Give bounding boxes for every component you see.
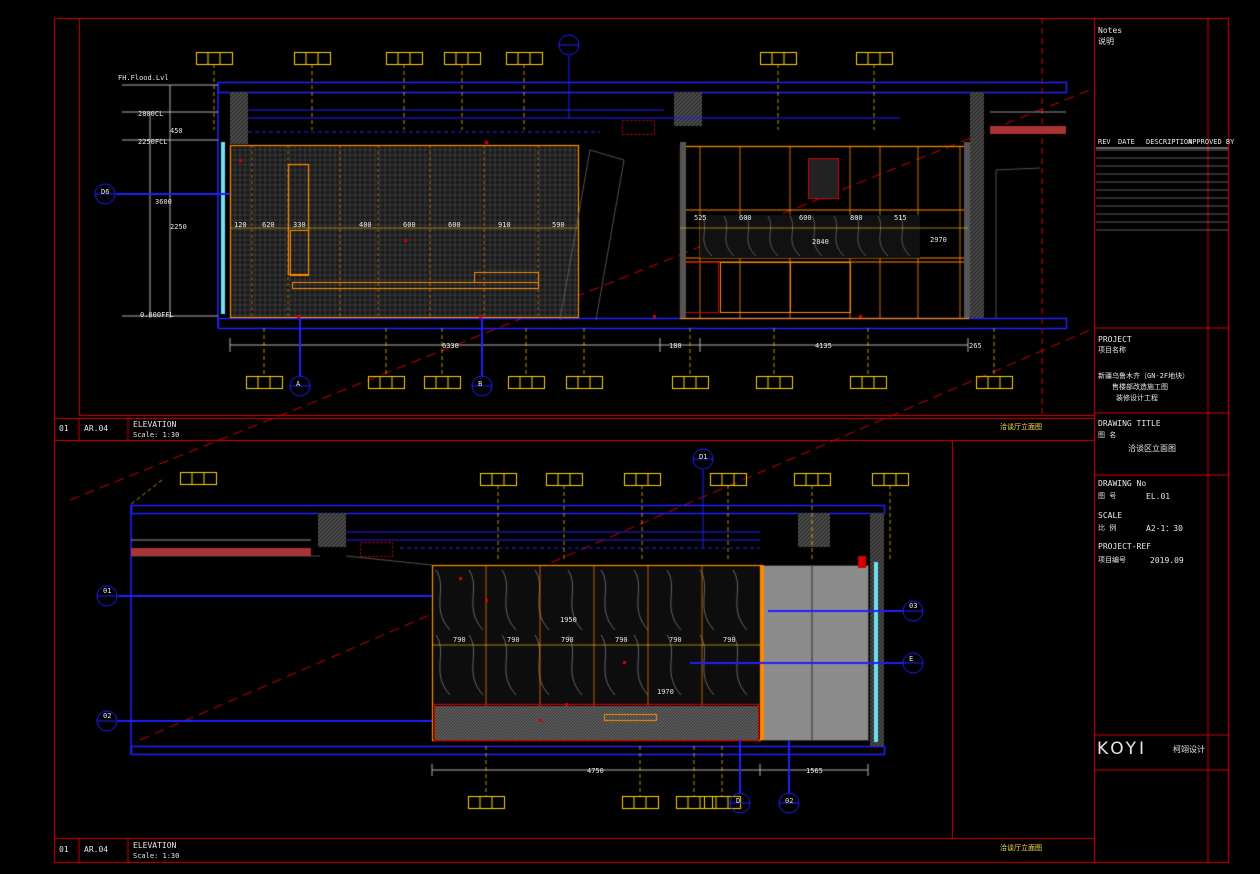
bottom-panel-dim-5: 790 xyxy=(723,636,736,644)
bottom-elev-ref: AR.04 xyxy=(84,845,109,854)
panel-dim-1: 620 xyxy=(262,221,275,229)
approved-header: APPROVED BY xyxy=(1188,138,1235,146)
top-elev-scale: Scale: 1:30 xyxy=(133,431,180,439)
notes-cn: 说明 xyxy=(1098,37,1114,46)
bottom-panel-dim-2: 790 xyxy=(561,636,574,644)
panel-dim-5: 600 xyxy=(448,221,461,229)
project-name-3: 装修设计工程 xyxy=(1116,394,1158,402)
section-mark-e[interactable]: E xyxy=(909,655,914,663)
panel-dim-7: 590 xyxy=(552,221,565,229)
drawing-no-value: EL.01 xyxy=(1146,492,1171,501)
level-mark-2800: 2800CL xyxy=(138,110,164,118)
desc-header: DESCRIPTION xyxy=(1146,138,1193,146)
cabinet-dim-0: 525 xyxy=(694,214,707,222)
project-label: PROJECT xyxy=(1098,335,1132,344)
section-mark-a[interactable]: A xyxy=(296,380,301,388)
drawing-no-label: DRAWING No xyxy=(1098,479,1147,488)
drawing-no-cn: 图 号 xyxy=(1098,492,1117,500)
project-ref-cn: 项目编号 xyxy=(1098,556,1126,564)
company-logo-cn: 柯翊设计 xyxy=(1173,745,1205,754)
cabinet-dim-3: 800 xyxy=(850,214,863,222)
scale-label: SCALE xyxy=(1098,511,1123,520)
drawing-title-cn: 图 名 xyxy=(1098,431,1117,439)
section-mark-b[interactable]: B xyxy=(478,380,483,388)
top-elev-ref: AR.04 xyxy=(84,424,109,433)
top-dim-mid: 180 xyxy=(669,342,682,350)
panel-dim-4: 600 xyxy=(403,221,416,229)
section-mark-d1[interactable]: D1 xyxy=(699,453,708,461)
cabinet-dim-2: 600 xyxy=(799,214,812,222)
panel-dim-0: 120 xyxy=(234,221,247,229)
rev-header: REV xyxy=(1098,138,1111,146)
bottom-elev-scale: Scale: 1:30 xyxy=(133,852,180,860)
section-mark-d6[interactable]: D6 xyxy=(101,188,110,196)
top-dim-top: 450 xyxy=(170,127,183,135)
bottom-panel-dim-0: 790 xyxy=(453,636,466,644)
bottom-elev-title: ELEVATION xyxy=(133,841,177,850)
notes-label: Notes xyxy=(1098,26,1123,35)
cabinet-dim-1: 600 xyxy=(739,214,752,222)
section-mark-d[interactable]: D xyxy=(736,797,741,805)
bottom-panel-dim-1: 790 xyxy=(507,636,520,644)
section-mark-02b[interactable]: 02 xyxy=(785,797,794,805)
top-elev-number: 01 xyxy=(59,424,69,433)
bottom-dim-right: 1565 xyxy=(806,767,823,775)
cabinet-dim-5: 2840 xyxy=(812,238,829,246)
project-ref-value: 2019.09 xyxy=(1150,556,1184,565)
bottom-dim-total: 4750 xyxy=(587,767,604,775)
top-height-dim-2: 3600 xyxy=(155,198,172,206)
scale-cn: 比 例 xyxy=(1098,524,1117,532)
top-height-dim: 2250 xyxy=(170,223,187,231)
bottom-elev-caption: 洽谈厅立面图 xyxy=(1000,844,1042,852)
panel-dim-2: 330 xyxy=(293,221,306,229)
project-cn: 项目名称 xyxy=(1098,346,1126,354)
project-name-1: 新疆乌鲁木齐（GN-2F地块） xyxy=(1098,372,1190,380)
bottom-dim-mid: 1970 xyxy=(657,688,674,696)
panel-dim-6: 910 xyxy=(498,221,511,229)
top-dim-end: 265 xyxy=(969,342,982,350)
bottom-panel-dim-3: 790 xyxy=(615,636,628,644)
top-elev-caption: 洽谈厅立面图 xyxy=(1000,423,1042,431)
section-mark-03[interactable]: 03 xyxy=(909,602,918,610)
level-mark-flood: FH.Flood.Lvl xyxy=(118,74,169,82)
scale-value: A2-1：30 xyxy=(1146,524,1183,533)
cabinet-dim-4: 515 xyxy=(894,214,907,222)
date-header: DATE xyxy=(1118,138,1135,146)
top-elev-title: ELEVATION xyxy=(133,420,177,429)
drawing-title-label: DRAWING TITLE xyxy=(1098,419,1161,428)
bottom-dim-height: 1950 xyxy=(560,616,577,624)
project-name-2: 售楼部改造施工图 xyxy=(1112,383,1168,391)
top-overall-dim-right: 4135 xyxy=(815,342,832,350)
level-mark-2250: 2250FCL xyxy=(138,138,168,146)
top-overall-dim-left: 6330 xyxy=(442,342,459,350)
section-mark-01[interactable]: 01 xyxy=(103,587,112,595)
project-ref-label: PROJECT-REF xyxy=(1098,542,1151,551)
level-mark-0: 0.000FFL xyxy=(140,311,174,319)
bottom-panel-dim-4: 790 xyxy=(669,636,682,644)
cabinet-dim-6: 2970 xyxy=(930,236,947,244)
drawing-title-value: 洽谈区立面图 xyxy=(1128,444,1176,453)
company-logo: KOYI xyxy=(1097,739,1148,759)
panel-dim-3: 400 xyxy=(359,221,372,229)
section-mark-02[interactable]: 02 xyxy=(103,712,112,720)
bottom-elev-number: 01 xyxy=(59,845,69,854)
